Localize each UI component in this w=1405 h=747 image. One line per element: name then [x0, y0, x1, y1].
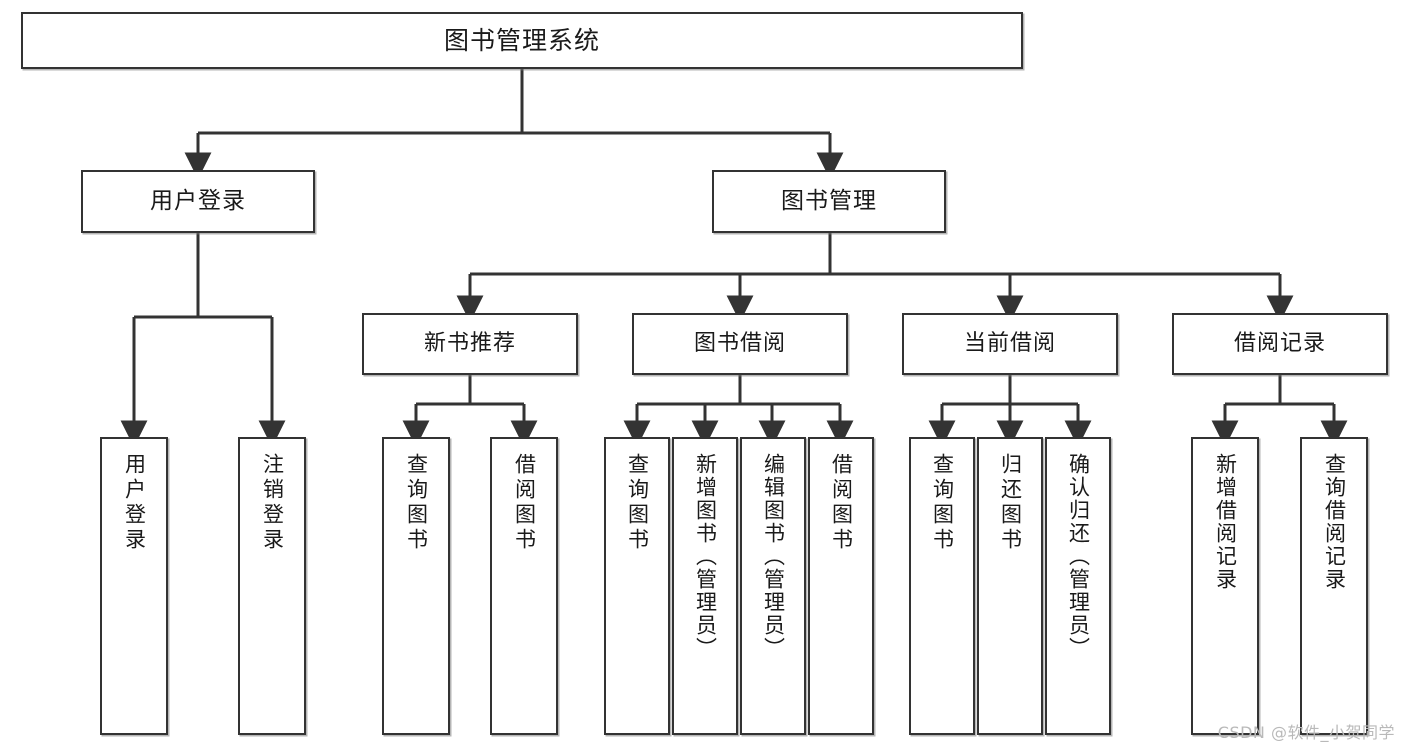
- node-user-login[interactable]: 用户登录: [81, 170, 315, 233]
- leaf-logout[interactable]: 注销登录: [238, 437, 306, 735]
- leaf-borrow-book-1[interactable]: 借阅图书: [490, 437, 558, 735]
- leaf-query-book-1-label: 查询图书: [404, 453, 429, 553]
- leaf-confirm-return-label: 确认归还（管理员）: [1066, 453, 1091, 660]
- leaf-add-book[interactable]: 新增图书（管理员）: [672, 437, 738, 735]
- leaf-query-book-2-label: 查询图书: [625, 453, 650, 553]
- node-book-borrow-label: 图书借阅: [693, 331, 786, 357]
- node-new-book-recommend-label: 新书推荐: [423, 331, 516, 357]
- leaf-confirm-return[interactable]: 确认归还（管理员）: [1045, 437, 1111, 735]
- leaf-user-login[interactable]: 用户登录: [100, 437, 168, 735]
- leaf-add-book-label: 新增图书（管理员）: [693, 453, 718, 660]
- leaf-add-record[interactable]: 新增借阅记录: [1191, 437, 1259, 735]
- node-book-management[interactable]: 图书管理: [712, 170, 946, 233]
- leaf-return-book[interactable]: 归还图书: [977, 437, 1043, 735]
- leaf-borrow-book-2-label: 借阅图书: [829, 453, 854, 553]
- leaf-borrow-book-2[interactable]: 借阅图书: [808, 437, 874, 735]
- leaf-return-book-label: 归还图书: [998, 453, 1023, 553]
- leaf-query-book-2[interactable]: 查询图书: [604, 437, 670, 735]
- node-book-borrow[interactable]: 图书借阅: [632, 313, 848, 375]
- node-root-label: 图书管理系统: [443, 25, 600, 55]
- leaf-user-login-label: 用户登录: [122, 453, 147, 553]
- leaf-query-book-3-label: 查询图书: [930, 453, 955, 553]
- node-user-login-label: 用户登录: [150, 187, 246, 214]
- leaf-query-record[interactable]: 查询借阅记录: [1300, 437, 1368, 735]
- leaf-logout-label: 注销登录: [260, 453, 285, 553]
- leaf-borrow-book-1-label: 借阅图书: [512, 453, 537, 553]
- node-book-management-label: 图书管理: [781, 187, 877, 214]
- leaf-edit-book[interactable]: 编辑图书（管理员）: [740, 437, 806, 735]
- leaf-query-book-1[interactable]: 查询图书: [382, 437, 450, 735]
- node-current-borrow[interactable]: 当前借阅: [902, 313, 1118, 375]
- node-borrow-record[interactable]: 借阅记录: [1172, 313, 1388, 375]
- node-new-book-recommend[interactable]: 新书推荐: [362, 313, 578, 375]
- watermark: CSDN @软件_小贺同学: [1217, 723, 1395, 742]
- leaf-query-record-label: 查询借阅记录: [1322, 453, 1347, 591]
- leaf-edit-book-label: 编辑图书（管理员）: [761, 453, 786, 660]
- node-current-borrow-label: 当前借阅: [963, 331, 1056, 357]
- leaf-add-record-label: 新增借阅记录: [1213, 453, 1238, 591]
- node-root[interactable]: 图书管理系统: [21, 12, 1023, 69]
- leaf-query-book-3[interactable]: 查询图书: [909, 437, 975, 735]
- node-borrow-record-label: 借阅记录: [1233, 331, 1326, 357]
